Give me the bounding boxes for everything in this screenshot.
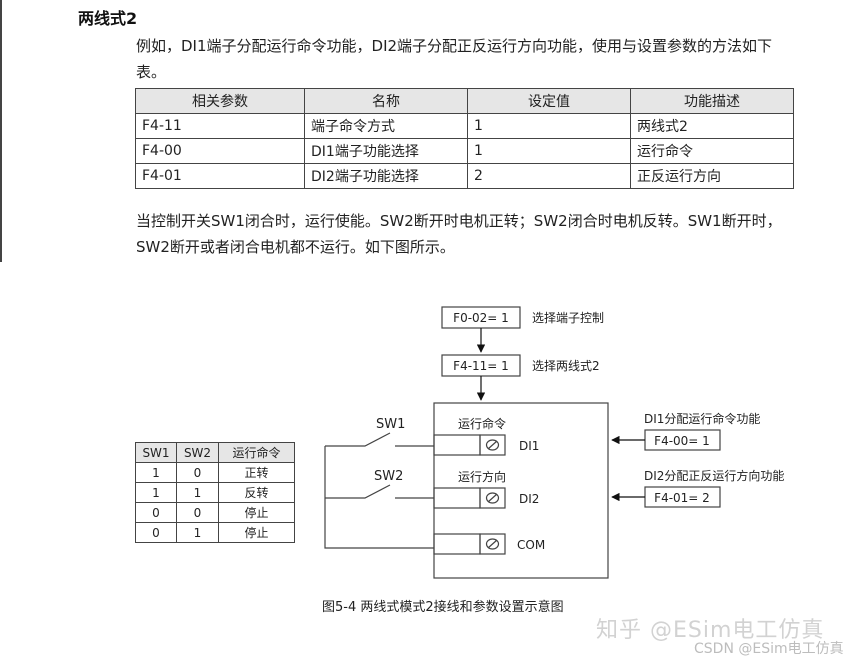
- step1-label: 选择端子控制: [532, 311, 604, 325]
- terminal3-name: COM: [517, 538, 545, 552]
- cell-param: F4-01: [135, 163, 305, 189]
- section-heading: 两线式2: [78, 9, 138, 28]
- step2-box-text: F4-11= 1: [453, 359, 509, 373]
- cell-sw1: 0: [135, 522, 177, 543]
- column-header: 功能描述: [630, 88, 794, 114]
- terminal1-func: 运行命令: [458, 416, 506, 431]
- table-header-row: SW1 SW2 运行命令: [135, 442, 295, 463]
- cell-desc: 正反运行方向: [630, 163, 794, 189]
- cell-value: 2: [467, 163, 631, 189]
- cell-sw2: 0: [176, 462, 219, 483]
- left-margin-rule: [0, 0, 2, 262]
- cell-name: 端子命令方式: [304, 113, 468, 139]
- column-header: SW1: [135, 442, 177, 463]
- cell-param: F4-11: [135, 113, 305, 139]
- column-header: 相关参数: [135, 88, 305, 114]
- switch-truth-table: SW1 SW2 运行命令 1 0 正转 1 1 反转 0 0 停止 0 1 停止: [135, 442, 295, 543]
- cell-sw1: 1: [135, 482, 177, 503]
- cell-desc: 运行命令: [630, 138, 794, 164]
- terminal2-func: 运行方向: [458, 469, 506, 484]
- di1-box-text: F4-00= 1: [654, 434, 710, 448]
- cell-command: 正转: [218, 462, 295, 483]
- table-row: F4-01 DI2端子功能选择 2 正反运行方向: [135, 163, 794, 189]
- table-row: 0 0 停止: [135, 502, 295, 523]
- column-header: 设定值: [467, 88, 631, 114]
- sw2-label: SW2: [374, 469, 403, 484]
- cell-command: 停止: [218, 522, 295, 543]
- cell-sw1: 1: [135, 462, 177, 483]
- sw1-label: SW1: [376, 417, 405, 432]
- cell-sw1: 0: [135, 502, 177, 523]
- terminal2-name: DI2: [519, 492, 539, 506]
- table-row: 1 0 正转: [135, 462, 295, 483]
- figure-caption: 图5-4 两线式模式2接线和参数设置示意图: [322, 600, 564, 615]
- cell-name: DI2端子功能选择: [304, 163, 468, 189]
- table-row: F4-11 端子命令方式 1 两线式2: [135, 113, 794, 139]
- intro-paragraph: 例如，DI1端子分配运行命令功能，DI2端子分配正反运行方向功能，使用与设置参数…: [136, 37, 773, 81]
- cell-desc: 两线式2: [630, 113, 794, 139]
- cell-command: 反转: [218, 482, 295, 503]
- column-header: SW2: [176, 442, 219, 463]
- terminal1-name: DI1: [519, 439, 539, 453]
- csdn-watermark: CSDN @ESim电工仿真: [694, 641, 844, 657]
- cell-command: 停止: [218, 502, 295, 523]
- zhihu-watermark: 知乎 @ESim电工仿真: [596, 618, 825, 643]
- step2-label: 选择两线式2: [532, 359, 600, 373]
- di2-box-text: F4-01= 2: [654, 491, 710, 505]
- table-header-row: 相关参数 名称 设定值 功能描述: [135, 88, 794, 114]
- table-row: 1 1 反转: [135, 482, 295, 503]
- description-paragraph: 当控制开关SW1闭合时，运行使能。SW2断开时电机正转；SW2闭合时电机反转。S…: [136, 212, 782, 256]
- di2-note: DI2分配正反运行方向功能: [644, 468, 784, 483]
- cell-name: DI1端子功能选择: [304, 138, 468, 164]
- table-row: 0 1 停止: [135, 522, 295, 543]
- di1-note: DI1分配运行命令功能: [644, 411, 760, 426]
- cell-sw2: 0: [176, 502, 219, 523]
- cell-sw2: 1: [176, 482, 219, 503]
- column-header: 运行命令: [218, 442, 295, 463]
- cell-sw2: 1: [176, 522, 219, 543]
- step1-box-text: F0-02= 1: [453, 311, 509, 325]
- parameter-table: 相关参数 名称 设定值 功能描述 F4-11 端子命令方式 1 两线式2 F4-…: [135, 88, 794, 189]
